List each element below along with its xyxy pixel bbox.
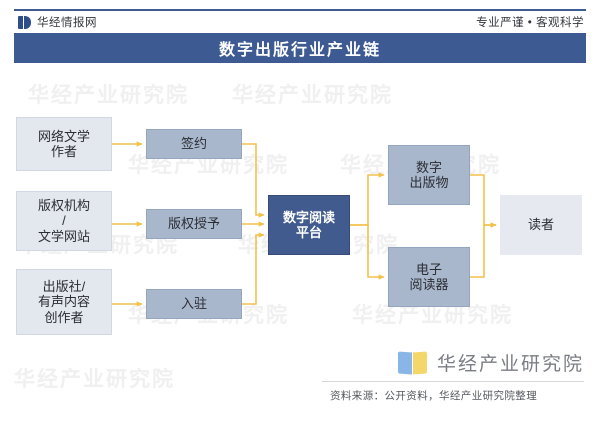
node-source-copyright-agency[interactable]: 版权机构 / 文学网站	[16, 191, 112, 251]
node-process-settle-in[interactable]: 入驻	[146, 289, 242, 319]
node-label: 版权授予	[167, 216, 220, 232]
node-label: 出版社/ 有声内容 创作者	[37, 279, 90, 325]
brand-name: 华经情报网	[37, 17, 97, 29]
node-label: 网络文学 作者	[37, 128, 90, 159]
node-label: 签约	[180, 136, 207, 152]
page-title: 数字出版行业产业链	[218, 40, 381, 59]
brand-bar: 华经情报网 专业严谨 • 客观科学	[14, 11, 586, 33]
book-logo-icon	[18, 15, 31, 29]
brand-slogan: 专业严谨 • 客观科学	[476, 17, 584, 29]
arrow-hub-out1	[350, 172, 385, 226]
node-label: 电子 阅读器	[409, 261, 449, 292]
node-label: 读者	[527, 217, 554, 233]
node-label: 数字阅读 平台	[282, 209, 335, 240]
node-label: 数字 出版物	[409, 159, 449, 190]
title-banner: 数字出版行业产业链	[14, 33, 586, 63]
node-process-sign-contract[interactable]: 签约	[146, 129, 242, 159]
brand-identity: 华经情报网	[14, 14, 97, 30]
node-label: 版权机构 / 文学网站	[37, 198, 90, 244]
arrow-hub-out2	[350, 224, 385, 280]
node-source-online-literature-authors[interactable]: 网络文学 作者	[16, 117, 112, 171]
node-output-digital-publications[interactable]: 数字 出版物	[388, 145, 470, 205]
node-source-publisher-audio-creators[interactable]: 出版社/ 有声内容 创作者	[16, 269, 112, 335]
node-output-e-reader[interactable]: 电子 阅读器	[388, 247, 470, 307]
arrow-proc1-hub	[242, 143, 265, 218]
node-hub-digital-reading-platform[interactable]: 数字阅读 平台	[268, 195, 350, 255]
flow-connectors	[112, 141, 497, 307]
source-note: 资料来源：公开资料，华经产业研究院整理	[330, 390, 538, 402]
institute-name: 华经产业研究院	[437, 354, 585, 375]
arrow-proc3-hub	[242, 232, 265, 305]
arrow-out1-sink	[470, 174, 497, 228]
open-book-icon	[398, 351, 428, 375]
arrow-out2-sink	[470, 222, 497, 278]
header-top-rule	[14, 9, 586, 11]
node-sink-readers[interactable]: 读者	[500, 195, 582, 255]
diagram-canvas: 华经产业研究院 华经产业研究院 华经产业研究院 华经产业研究院 华经产业研究院 …	[0, 63, 600, 424]
node-label: 入驻	[180, 296, 207, 312]
node-process-copyright-grant[interactable]: 版权授予	[146, 209, 242, 239]
institute-logo: 华经产业研究院	[398, 349, 584, 376]
footer-divider	[322, 381, 584, 382]
